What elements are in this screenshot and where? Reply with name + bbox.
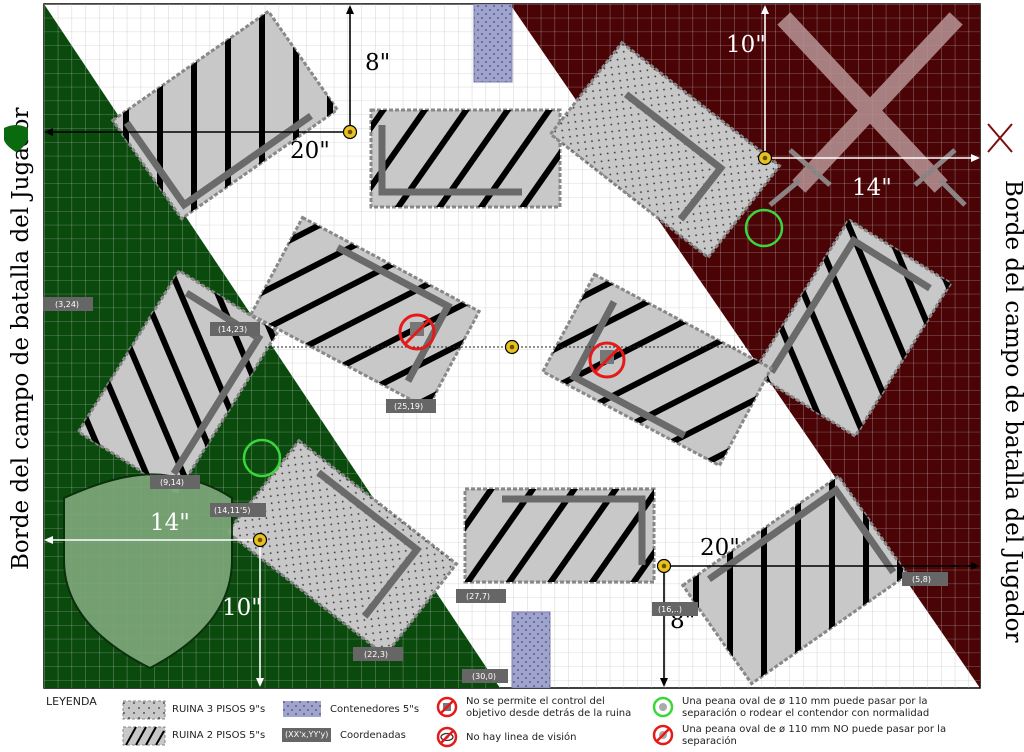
oval-pass-marker-right (744, 208, 784, 248)
coord-label: (14,11'5) (210, 503, 266, 517)
legend-title: LEYENDA (46, 695, 97, 708)
ruin-2-floors-top-center (369, 108, 562, 209)
ruin-2-floors-center-right (540, 272, 774, 468)
legend-ruin2-label: RUINA 2 PISOS 5"s (172, 730, 266, 741)
svg-text:(14,23): (14,23) (218, 325, 247, 334)
svg-text:(14,11'5): (14,11'5) (214, 506, 250, 515)
oval-no-pass-icon (652, 724, 674, 746)
container-top-dots (474, 4, 512, 82)
shield-icon (63, 473, 233, 670)
dim-top-right-vertical: 10" (726, 32, 766, 58)
dim-top-right-horizontal: 14" (852, 175, 892, 201)
coord-label: (22,3) (353, 647, 403, 661)
coord-label: (30,0) (462, 669, 508, 683)
objective-marker[interactable] (342, 124, 358, 140)
coord-label: (27,7) (456, 589, 506, 603)
edge-label-left: Borde del campo de batalla del Jugador (8, 108, 34, 570)
svg-text:(16,..): (16,..) (658, 605, 682, 614)
coord-label: (16,..) (652, 602, 698, 616)
crossed-swords-icon (768, 12, 967, 207)
coord-label: (3,24) (43, 297, 93, 311)
objective-marker[interactable] (656, 558, 672, 574)
legend: LEYENDA RUINA 3 PISOS 9"s RUINA 2 PISOS … (0, 690, 1024, 752)
oval-pass-icon (652, 696, 674, 718)
svg-text:(30,0): (30,0) (472, 672, 496, 681)
coord-label: (9,14) (150, 475, 200, 489)
legend-ruin2-swatch (122, 726, 166, 746)
dim-bottom-left-horizontal: 14" (150, 510, 190, 536)
legend-oval-no-pass-label: Una peana oval de ø 110 mm NO puede pasa… (682, 724, 947, 747)
legend-ruin3-label: RUINA 3 PISOS 9"s (172, 704, 266, 715)
oval-pass-marker-left (242, 438, 282, 478)
coord-label: (5,8) (902, 572, 948, 586)
svg-text:(22,3): (22,3) (364, 650, 388, 659)
dim-bottom-left-vertical: 10" (222, 595, 262, 621)
dim-bottom-right-horizontal: 20" (700, 535, 740, 561)
svg-text:(27,7): (27,7) (466, 592, 490, 601)
coord-label: (14,23) (210, 322, 260, 336)
no-control-marker-right (588, 341, 626, 379)
green-shield-icon (4, 125, 28, 152)
ruin-2-floors-right (751, 217, 953, 439)
objective-marker[interactable] (504, 339, 520, 355)
no-control-icon (436, 696, 458, 718)
dim-top-left-vertical: 8" (365, 50, 390, 76)
objective-marker[interactable] (757, 150, 773, 166)
coord-label: (25,19) (386, 399, 436, 413)
legend-container-swatch (283, 701, 321, 717)
legend-no-los-label: No hay linea de visión (466, 732, 577, 743)
no-line-of-sight-icon (436, 726, 458, 748)
svg-text:(25,19): (25,19) (394, 402, 423, 411)
container-bottom-dots (512, 612, 550, 688)
ruin-2-floors-center-left (248, 215, 482, 411)
svg-text:(5,8): (5,8) (912, 575, 931, 584)
ruin-2-floors-bottom-right (680, 474, 910, 686)
no-control-marker-left (398, 313, 436, 351)
ruin-2-floors-bottom-center (463, 487, 656, 584)
legend-coords-label: Coordenadas (340, 730, 406, 741)
objectives (252, 124, 773, 574)
red-crossed-swords-icon (987, 123, 1013, 153)
svg-text:(3,24): (3,24) (55, 300, 79, 309)
legend-coords-sample: (XX'x,YY'y) (282, 728, 332, 742)
svg-text:(9,14): (9,14) (160, 478, 184, 487)
dim-top-left-horizontal: 20" (290, 138, 330, 164)
legend-container-label: Contenedores 5"s (330, 704, 420, 715)
legend-oval-pass-label: Una peana oval de ø 110 mm puede pasar p… (682, 696, 930, 719)
coordinate-labels: (3,24) (14,23) (25,19) (9,14) (14,11'5) … (43, 297, 948, 683)
objective-marker[interactable] (252, 532, 268, 548)
ruin-3-floors-bottom-left (225, 438, 459, 658)
dimension-lines (44, 5, 980, 687)
legend-ruin3-swatch (122, 700, 166, 720)
edge-label-right: Borde del campo de batalla del Jugador (1000, 180, 1024, 642)
ruin-2-floors-top-left (110, 9, 340, 221)
legend-no-control-label: No se permite el control del objetivo de… (466, 696, 632, 719)
